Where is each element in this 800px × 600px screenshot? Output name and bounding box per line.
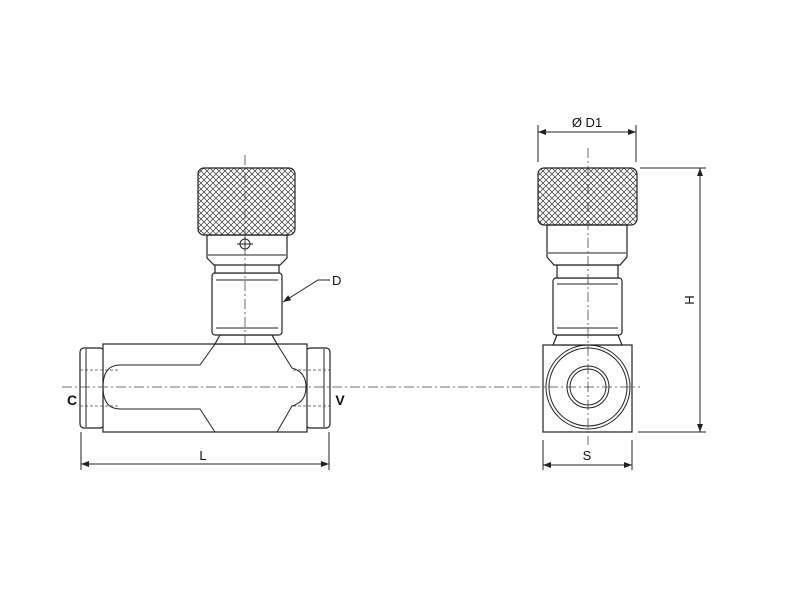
label-width: S — [583, 448, 592, 463]
dimension-L — [80, 432, 330, 470]
left-end-cap — [79, 347, 105, 429]
label-length: L — [199, 448, 206, 463]
knurled-knob — [197, 167, 296, 236]
label-port-in: C — [67, 392, 77, 408]
label-thread: D — [332, 273, 341, 288]
side-view — [537, 148, 638, 445]
thread-leader — [282, 279, 330, 303]
side-threaded-stem — [552, 277, 623, 336]
label-port-out: V — [335, 392, 345, 408]
front-view — [79, 155, 331, 433]
dimension-H — [638, 167, 706, 433]
dimension-D1 — [537, 125, 637, 162]
right-end-cap — [305, 347, 331, 429]
dimension-S — [542, 440, 633, 470]
label-height: H — [682, 295, 697, 304]
label-knob-diameter: Ø D1 — [572, 115, 602, 130]
side-knurled-knob — [537, 167, 638, 226]
threaded-stem — [211, 272, 283, 336]
